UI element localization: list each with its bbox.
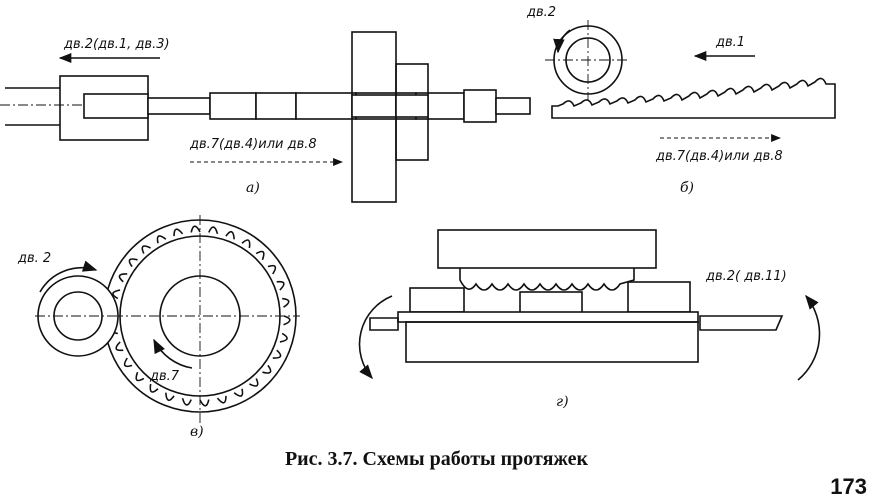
gear-tooth: [181, 397, 192, 406]
flat-broach: [551, 77, 836, 119]
plate-bore: [351, 94, 397, 118]
gear-tooth: [216, 395, 227, 404]
panel-a-letter: а): [246, 180, 260, 196]
gear-tooth: [272, 349, 282, 359]
broach-section-3: [295, 92, 357, 120]
label-b-top-right: дв.1: [715, 35, 745, 50]
arrow-rotation-b: [553, 29, 571, 54]
gear-tooth: [115, 341, 124, 352]
arrow-rotation-v-inner: [153, 338, 193, 369]
gear-tooth: [279, 332, 288, 343]
arrow-g-right: [797, 294, 821, 381]
gear-tooth: [255, 250, 265, 261]
gear-tooth: [165, 392, 175, 402]
panel-v-letter: в): [190, 424, 204, 440]
chain-end-right: [699, 315, 784, 331]
gear-tooth: [282, 297, 290, 308]
conveyor-links: [397, 311, 699, 323]
broach-rear-guide: [463, 89, 497, 123]
gear-tooth: [156, 235, 167, 244]
label-b-top-left: дв.2: [526, 5, 556, 20]
broach-section-1: [209, 92, 257, 120]
gear-tooth: [135, 371, 145, 382]
gear-teeth: [109, 225, 291, 407]
gear-tooth: [208, 226, 219, 235]
workpiece-1: [409, 287, 465, 313]
label-a-bottom: дв.7(дв.4)или дв.8: [189, 137, 317, 152]
conveyor-base: [405, 321, 699, 363]
panel-b-letter: б): [680, 180, 694, 196]
workpiece-bore: [395, 94, 429, 118]
holder-bore: [83, 93, 149, 119]
workpiece-2: [519, 291, 583, 315]
panel-v: дв. 2 дв.7 в): [17, 215, 300, 440]
gear-tooth: [225, 230, 235, 240]
gear-tooth: [123, 357, 133, 368]
gear-tooth: [118, 273, 128, 283]
gear-tooth: [173, 228, 184, 237]
gear-tooth: [249, 378, 259, 387]
gear-tooth: [233, 388, 244, 397]
arrow-g-left: [358, 295, 393, 380]
gear-tooth: [190, 225, 201, 233]
gear-tooth: [267, 264, 277, 275]
page-number: 173: [830, 474, 867, 499]
label-g-right: дв.2( дв.11): [705, 269, 787, 284]
broach-carrier: [437, 229, 657, 269]
gear-tooth: [283, 315, 291, 326]
broach-neck: [147, 97, 211, 115]
label-v-inner: дв.7: [149, 369, 180, 384]
gear-tooth: [241, 239, 251, 249]
panel-a: дв.2(дв.1, дв.3) дв.7(дв.4)или дв.8 а): [0, 31, 531, 203]
panel-b: дв.2 дв.1 дв.7(дв.4)или дв.8 б): [526, 5, 836, 196]
figure-caption: Рис. 3.7. Схемы работы протяжек: [284, 448, 589, 470]
gear-tooth: [149, 383, 159, 393]
gear-tooth: [128, 258, 138, 268]
chain-end-left: [369, 317, 399, 331]
gear-tooth: [276, 280, 285, 291]
broach-section-2: [255, 92, 297, 120]
label-v-left: дв. 2: [17, 251, 51, 266]
broach-tail: [495, 97, 531, 115]
shank-outline: [5, 87, 60, 126]
label-b-bottom: дв.7(дв.4)или дв.8: [655, 149, 783, 164]
label-a-top: дв.2(дв.1, дв.3): [63, 37, 170, 52]
gear-tooth: [199, 399, 210, 407]
carrier-teeth: [459, 268, 635, 291]
gear-tooth: [262, 364, 272, 374]
panel-g-letter: г): [556, 394, 569, 410]
workpiece-3: [627, 281, 691, 313]
arrow-rotation-v-left: [39, 260, 98, 293]
gear-tooth: [141, 245, 151, 254]
panel-g: дв.2( дв.11) г): [358, 229, 821, 410]
gear-tooth: [112, 289, 121, 300]
